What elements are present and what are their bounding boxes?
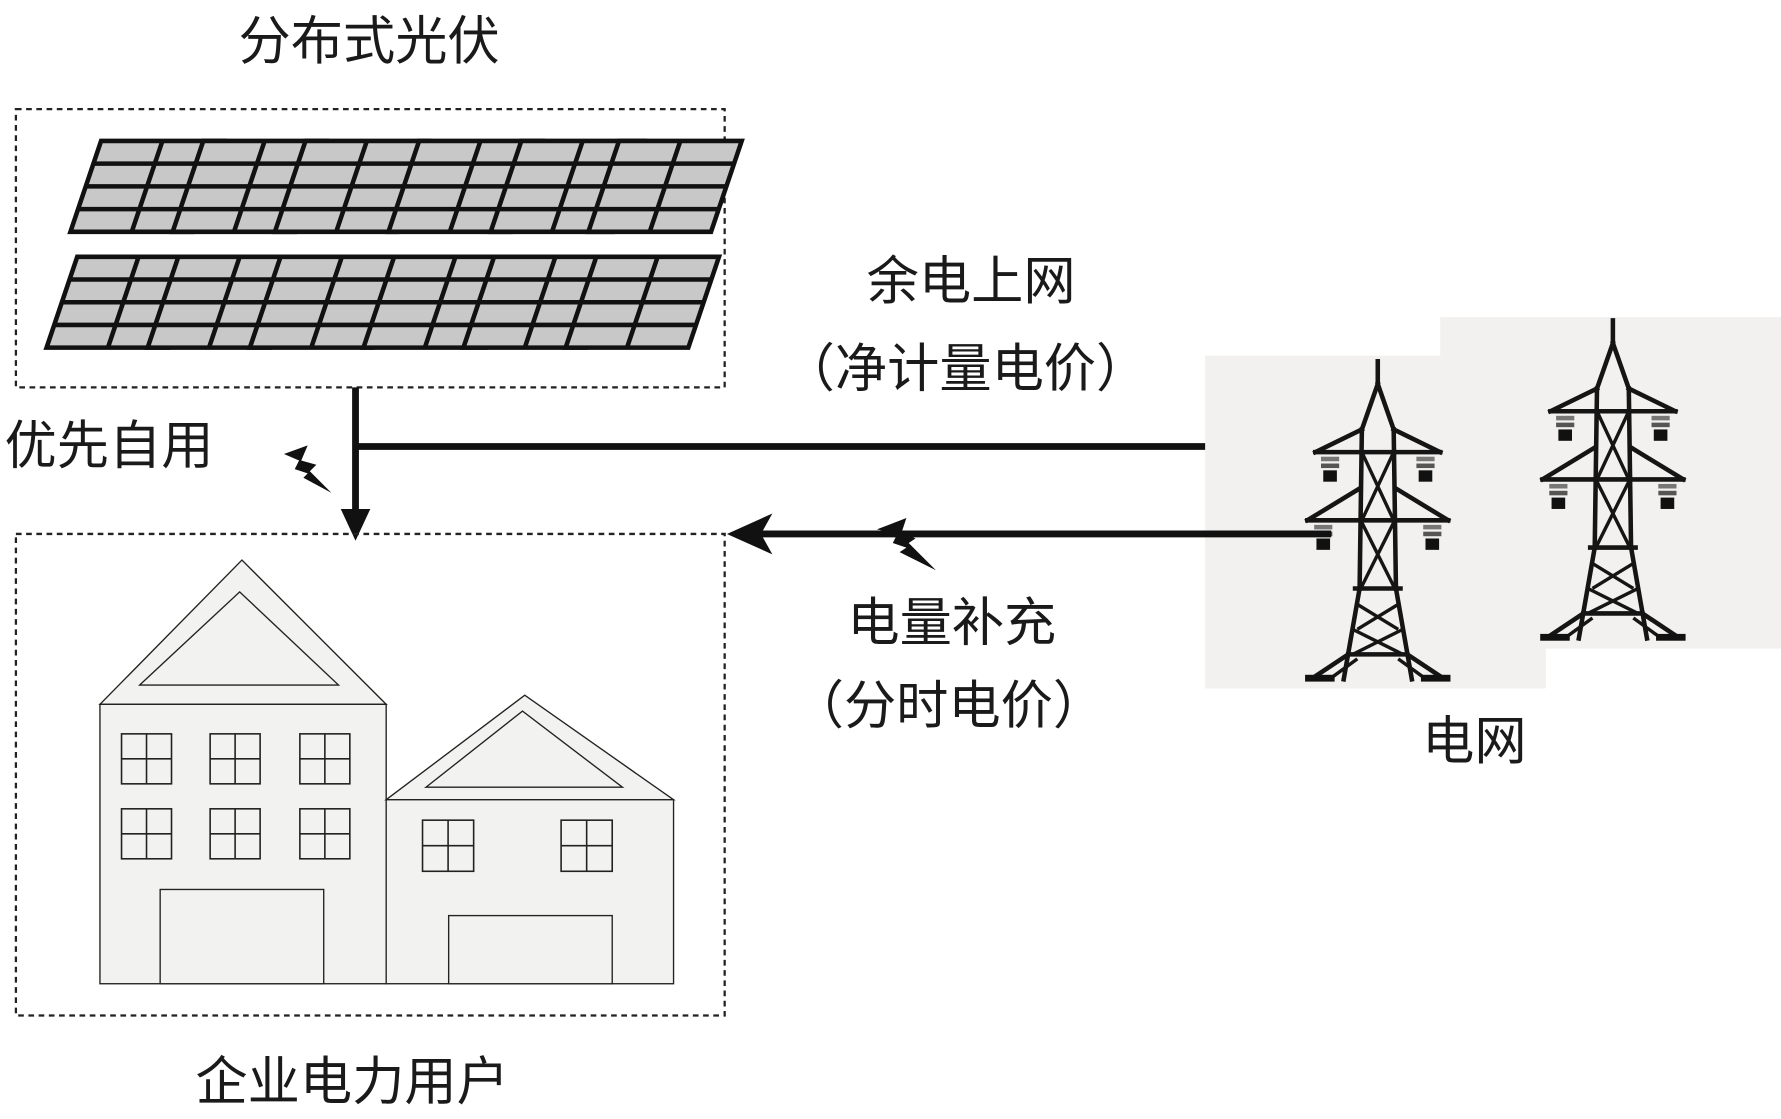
self-use-label: 优先自用 bbox=[5, 417, 214, 477]
insulator bbox=[1320, 456, 1340, 482]
window bbox=[120, 808, 173, 860]
solar-panel-icon bbox=[585, 138, 745, 235]
window bbox=[120, 733, 173, 785]
window bbox=[209, 733, 261, 785]
grid-background-back bbox=[1440, 316, 1781, 649]
supply-label: 电量补充 bbox=[847, 594, 1056, 654]
transmission-tower-icon bbox=[1304, 359, 1452, 682]
solar-panel-icon bbox=[562, 254, 723, 350]
pv-title: 分布式光伏 bbox=[239, 12, 500, 72]
lightning-bolt-icon bbox=[876, 518, 936, 571]
lightning-bolt-icon bbox=[283, 445, 332, 493]
insulator bbox=[1658, 483, 1677, 509]
user-label: 企业电力用户 bbox=[195, 1053, 508, 1113]
window bbox=[421, 819, 475, 873]
grid-label: 电网 bbox=[1422, 712, 1526, 772]
window bbox=[209, 808, 261, 860]
transmission-tower-icon bbox=[1539, 318, 1687, 642]
supply-arrowhead bbox=[726, 513, 773, 555]
insulator bbox=[1416, 456, 1435, 482]
building-icon bbox=[98, 559, 676, 985]
insulator bbox=[1423, 524, 1442, 550]
solar-panel-array bbox=[43, 138, 745, 350]
supply-pricing-label: （分时电价） bbox=[792, 677, 1105, 737]
solar-panel-icon bbox=[271, 138, 432, 235]
insulator bbox=[1549, 483, 1568, 509]
user-group-box bbox=[14, 532, 726, 1017]
export-pricing-label: （净计量电价） bbox=[783, 339, 1149, 399]
insulator bbox=[1556, 415, 1575, 441]
window bbox=[560, 819, 614, 873]
building-windows bbox=[120, 733, 614, 873]
window bbox=[299, 808, 351, 860]
pv-group-box bbox=[14, 108, 726, 389]
self-use-arrowhead bbox=[340, 508, 371, 541]
window bbox=[299, 733, 351, 785]
insulator bbox=[1651, 415, 1670, 441]
export-label: 余电上网 bbox=[867, 252, 1076, 312]
